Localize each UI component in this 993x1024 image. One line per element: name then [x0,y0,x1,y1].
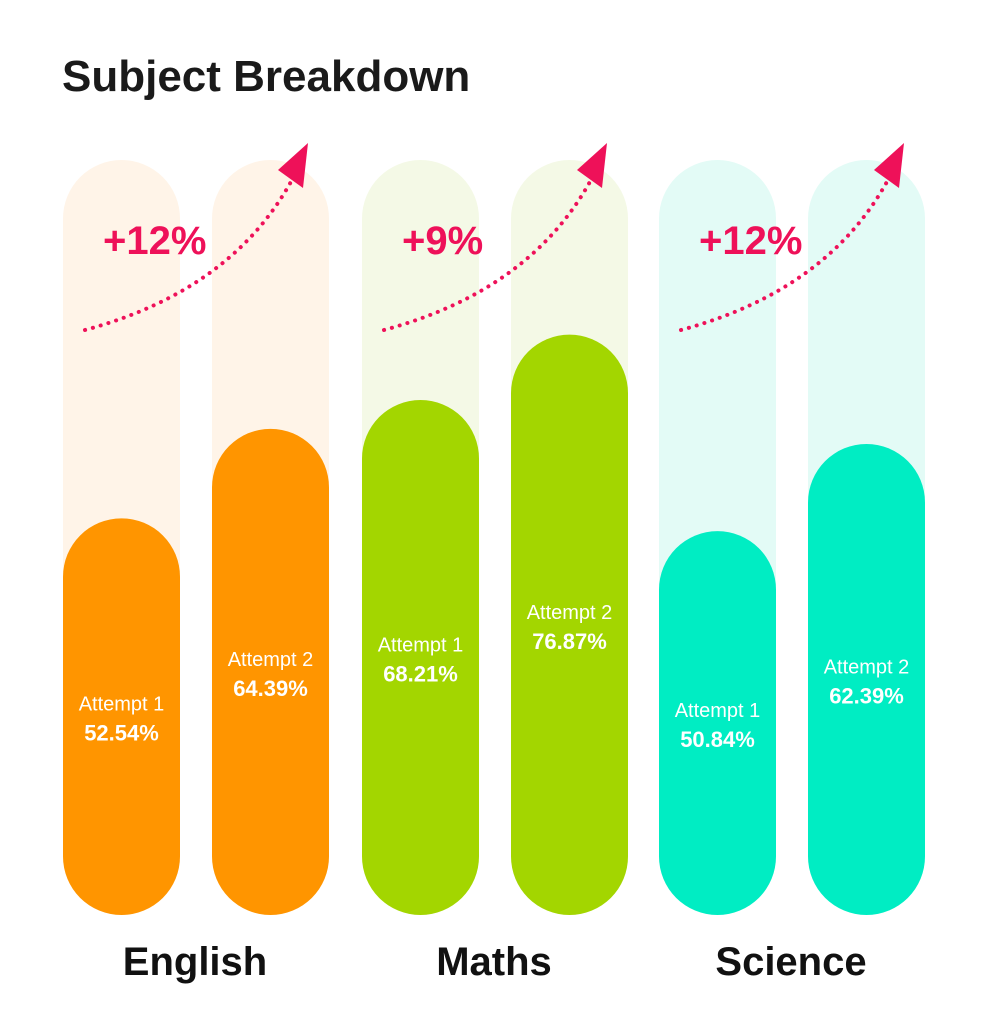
bar-series-label: Attempt 2 [228,649,314,671]
bar-science-attempt-2 [808,443,925,915]
bar-science-attempt-1 [659,531,776,915]
trend-arrow-head-icon [577,143,607,188]
bar-series-label: Attempt 2 [527,602,613,624]
bar-series-label: Attempt 1 [675,700,761,722]
bar-maths-attempt-2 [511,334,628,916]
trend-arrow-dots [382,176,594,332]
bar-value-label: 50.84% [680,727,755,752]
trend-arrow-dots [679,176,891,332]
chart-title: Subject Breakdown [62,52,471,101]
category-label: Maths [436,940,552,984]
bar-value-label: 68.21% [383,662,458,687]
bar-value-label: 52.54% [84,721,159,746]
category-label: English [123,940,267,984]
change-label: +12% [699,219,802,263]
bar-english-attempt-1 [63,518,180,915]
trend-arrow-head-icon [874,143,904,188]
bar-maths-attempt-1 [362,400,479,915]
bar-value-label: 76.87% [532,629,607,654]
trend-arrow-dots [83,176,295,332]
bar-value-label: 62.39% [829,683,904,708]
bar-series-label: Attempt 2 [824,656,910,678]
bar-value-label: 64.39% [233,676,308,701]
bar-series-label: Attempt 1 [378,635,464,657]
change-label: +9% [402,219,483,263]
bar-english-attempt-2 [212,428,329,915]
change-label: +12% [103,219,206,263]
trend-arrow-head-icon [278,143,308,188]
bar-series-label: Attempt 1 [79,694,165,716]
category-label: Science [715,940,866,984]
